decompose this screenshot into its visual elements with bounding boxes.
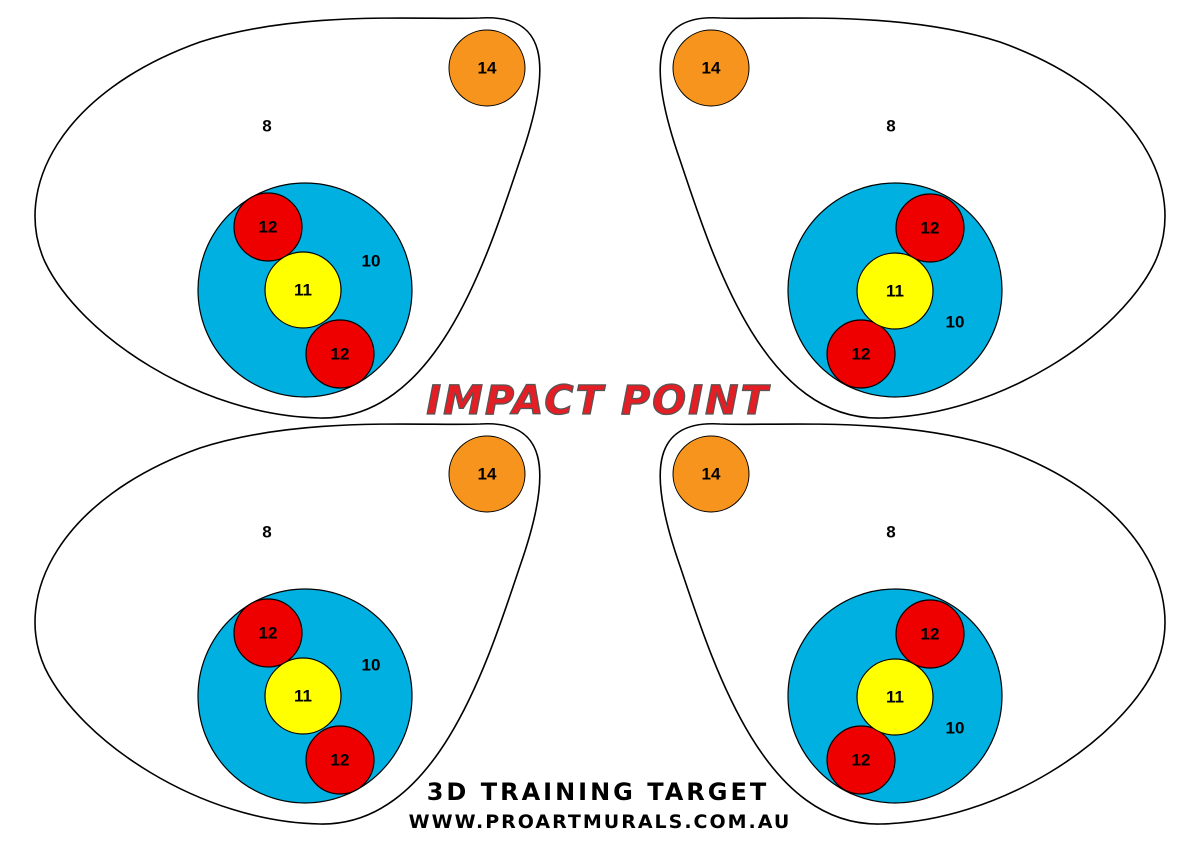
red-zone-upper [233, 192, 303, 262]
score-12-upper-label: 12 [259, 624, 278, 643]
score-10-label: 10 [362, 252, 381, 271]
score-10-label: 10 [946, 313, 965, 332]
red-zone-lower [826, 319, 896, 389]
score-14-label: 14 [478, 465, 497, 484]
score-12-upper-label: 12 [921, 219, 940, 238]
score-12-lower-label: 12 [852, 345, 871, 364]
red-zone-lower [826, 725, 896, 795]
score-12-upper-label: 12 [921, 625, 940, 644]
orange-zone [672, 29, 750, 107]
target-bottom-right: 8 10 11 12 12 14 [659, 423, 1166, 825]
score-10-label: 10 [946, 719, 965, 738]
yellow-zone [264, 251, 342, 329]
score-8-label: 8 [886, 523, 895, 542]
target-bottom-left: 8 10 11 12 12 14 [34, 423, 541, 825]
red-zone-lower [305, 319, 375, 389]
score-11-label: 11 [886, 282, 904, 301]
score-14-label: 14 [702, 465, 721, 484]
score-12-lower-label: 12 [852, 751, 871, 770]
orange-zone [448, 435, 526, 513]
score-12-lower-label: 12 [331, 751, 350, 770]
score-11-label: 11 [294, 687, 312, 706]
score-8-label: 8 [886, 117, 895, 136]
website-url: WWW.PROARTMURALS.COM.AU [409, 811, 792, 833]
score-8-label: 8 [262, 523, 271, 542]
score-11-label: 11 [294, 281, 312, 300]
target-top-left: 8 10 11 12 12 14 [34, 17, 541, 419]
yellow-zone [264, 657, 342, 735]
red-zone-lower [305, 725, 375, 795]
red-zone-upper [895, 193, 965, 263]
sheet-title: 3D TRAINING TARGET [427, 778, 770, 806]
score-14-label: 14 [702, 59, 721, 78]
score-12-lower-label: 12 [331, 345, 350, 364]
target-top-right: 8 10 11 12 12 14 [659, 17, 1166, 419]
score-14-label: 14 [478, 59, 497, 78]
impact-point-logo: IMPACT POINT [426, 378, 770, 424]
yellow-zone [856, 658, 934, 736]
orange-zone [672, 435, 750, 513]
score-12-upper-label: 12 [259, 218, 278, 237]
yellow-zone [856, 252, 934, 330]
score-8-label: 8 [262, 117, 271, 136]
red-zone-upper [895, 599, 965, 669]
orange-zone [448, 29, 526, 107]
red-zone-upper [233, 598, 303, 668]
score-11-label: 11 [886, 688, 904, 707]
score-10-label: 10 [362, 656, 381, 675]
